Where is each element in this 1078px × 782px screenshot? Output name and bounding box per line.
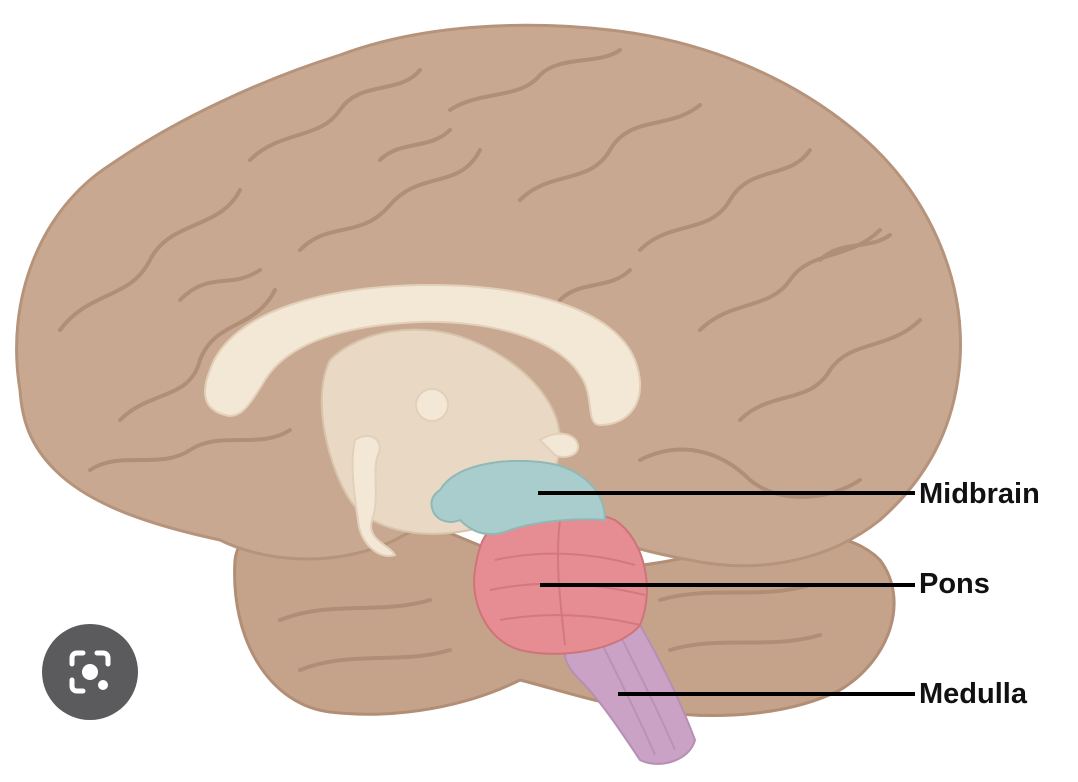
label-pons: Pons xyxy=(919,568,990,600)
cortex-folds xyxy=(58,48,922,672)
midbrain-shape xyxy=(430,459,607,536)
corpus-callosum xyxy=(204,283,641,427)
thalamus-nucleus xyxy=(415,388,449,422)
label-midbrain: Midbrain xyxy=(919,478,1040,510)
label-medulla: Medulla xyxy=(919,678,1027,710)
lens-search-button[interactable] xyxy=(42,624,138,720)
camera-lens-icon xyxy=(69,650,111,694)
hypothalamus-region xyxy=(538,432,580,458)
fornix xyxy=(351,435,397,557)
